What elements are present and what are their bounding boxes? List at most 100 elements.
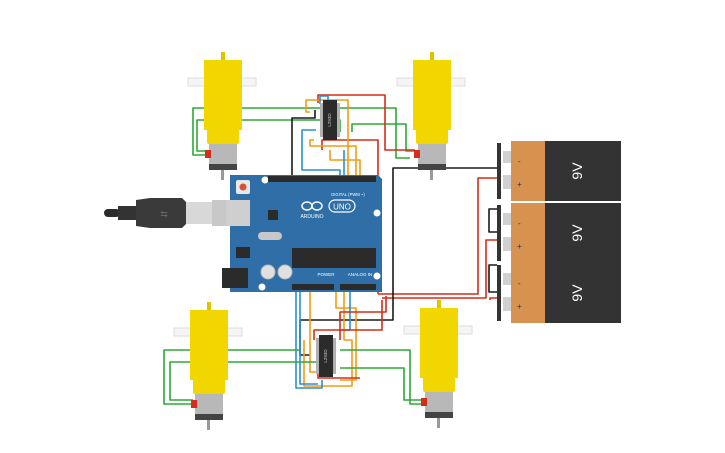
wire-orange-top-2[interactable] xyxy=(309,139,357,180)
motor-shaft-top xyxy=(207,302,211,310)
battery-minus-label: - xyxy=(518,219,521,228)
battery-copper-cap xyxy=(511,141,545,201)
uno-badge xyxy=(328,199,356,213)
battery-clip xyxy=(497,143,501,199)
motor-base xyxy=(195,414,223,420)
battery-2[interactable]: - + 9V xyxy=(497,203,621,263)
motor-gearbox-lower xyxy=(416,128,448,144)
chip-label: L293D xyxy=(327,113,332,127)
motor-gearbox xyxy=(204,60,242,130)
battery-terminal-plus xyxy=(503,175,513,189)
battery-clip xyxy=(497,205,501,261)
wire-green-m2a[interactable] xyxy=(351,123,415,152)
battery-terminal-minus xyxy=(503,151,513,163)
motor-top-left[interactable] xyxy=(187,52,257,180)
battery-plus-label: + xyxy=(517,180,522,189)
crystal xyxy=(258,232,282,240)
digital-header[interactable] xyxy=(268,176,376,182)
battery-voltage-label: 9V xyxy=(569,284,585,302)
capacitor-1 xyxy=(260,264,276,280)
motor-gearbox-lower xyxy=(207,128,239,144)
motor-shaft-bottom xyxy=(437,418,440,428)
mount-hole-3 xyxy=(373,272,381,280)
analog-label: ANALOG IN xyxy=(348,272,373,277)
mount-hole-4 xyxy=(258,283,266,291)
battery-plus-label: + xyxy=(517,302,522,311)
atmega-chip xyxy=(292,248,376,268)
usb-plug-metal xyxy=(186,202,212,224)
wire-orange-bot-2[interactable] xyxy=(303,292,353,387)
battery-minus-label: - xyxy=(518,157,521,166)
battery-terminal-plus xyxy=(503,237,513,251)
wire-black-top[interactable] xyxy=(291,110,316,190)
usb-icon: ⇆ xyxy=(160,209,168,219)
battery-body xyxy=(545,203,621,263)
battery-body xyxy=(545,263,621,323)
motor-terminal xyxy=(414,150,420,158)
wire-blue-top-2[interactable] xyxy=(301,129,341,180)
battery-copper-cap xyxy=(511,263,545,323)
wire-black-batt2[interactable] xyxy=(488,208,497,233)
wire-orange-top-3[interactable] xyxy=(329,150,361,180)
chip-pins-left xyxy=(320,103,324,137)
usb-cable-tip xyxy=(104,209,120,217)
battery-voltage-label: 9V xyxy=(569,224,585,242)
power-jack[interactable] xyxy=(222,268,248,288)
wire-orange-bot-3[interactable] xyxy=(335,292,357,381)
motor-terminal xyxy=(421,398,427,406)
battery-3[interactable]: - + 9V xyxy=(497,263,621,323)
motor-shaft-top xyxy=(437,300,441,308)
wire-red-batt3[interactable] xyxy=(489,297,497,300)
l293d-chip-top[interactable]: L293D xyxy=(320,100,340,140)
wire-orange-top-1[interactable] xyxy=(305,99,349,180)
capacitor-2 xyxy=(277,264,293,280)
wire-green-m1a[interactable] xyxy=(192,107,410,159)
wire-blue-bot-1[interactable] xyxy=(295,292,323,389)
wire-blue-bot-2[interactable] xyxy=(299,292,318,385)
power-label: POWER xyxy=(317,272,335,277)
motor-terminal xyxy=(205,150,211,158)
analog-header[interactable] xyxy=(340,284,376,290)
motor-can xyxy=(209,144,237,164)
wire-red-top-1[interactable] xyxy=(317,94,415,151)
battery-minus-label: - xyxy=(518,279,521,288)
battery-terminal-minus xyxy=(503,213,513,225)
motor-shaft-top xyxy=(221,52,225,60)
wire-blue-bot-3[interactable] xyxy=(340,292,351,331)
mount-hole-1 xyxy=(261,176,269,184)
wire-black-batt[interactable] xyxy=(392,167,497,300)
usb-chip xyxy=(268,210,278,220)
motor-base xyxy=(425,412,453,418)
battery-body xyxy=(545,141,621,201)
battery-terminal-minus xyxy=(503,273,513,285)
wire-green-m3a[interactable] xyxy=(163,349,300,405)
arduino-uno-board[interactable]: ARDUINO UNO DIGITAL (PWM ~) POWER ANALOG… xyxy=(222,175,382,292)
power-header[interactable] xyxy=(292,284,334,290)
battery-1[interactable]: - + 9V xyxy=(497,141,621,201)
wires xyxy=(163,94,497,405)
motor-can xyxy=(418,144,446,164)
battery-voltage-label: 9V xyxy=(569,162,585,180)
motor-top-right[interactable] xyxy=(396,52,466,180)
wire-red-batt[interactable] xyxy=(378,177,497,295)
motor-bottom-right[interactable] xyxy=(403,300,473,428)
motor-shaft-bottom xyxy=(221,170,224,180)
wire-green-m3b[interactable] xyxy=(169,361,316,401)
motor-base xyxy=(418,164,446,170)
wire-green-m4a[interactable] xyxy=(340,349,424,405)
battery-copper-cap xyxy=(511,203,545,263)
reset-button-cap xyxy=(239,183,247,191)
l293d-chip-bottom[interactable]: L293D xyxy=(316,335,336,377)
wire-black-batt3[interactable] xyxy=(488,264,497,293)
motor-bottom-left[interactable] xyxy=(173,302,243,430)
wire-red-bot-2[interactable] xyxy=(339,296,387,340)
chip-pins-right xyxy=(332,338,336,374)
motor-shaft-bottom xyxy=(207,420,210,430)
chip-body xyxy=(319,335,333,377)
digital-header-label: DIGITAL (PWM ~) xyxy=(331,192,365,197)
wire-red-batt2[interactable] xyxy=(382,239,497,299)
wire-red-bot-1[interactable] xyxy=(313,300,383,340)
usb-cable[interactable]: ⇆ xyxy=(104,198,232,228)
wire-green-m4b[interactable] xyxy=(340,367,424,401)
usb-plug-body xyxy=(136,198,186,228)
